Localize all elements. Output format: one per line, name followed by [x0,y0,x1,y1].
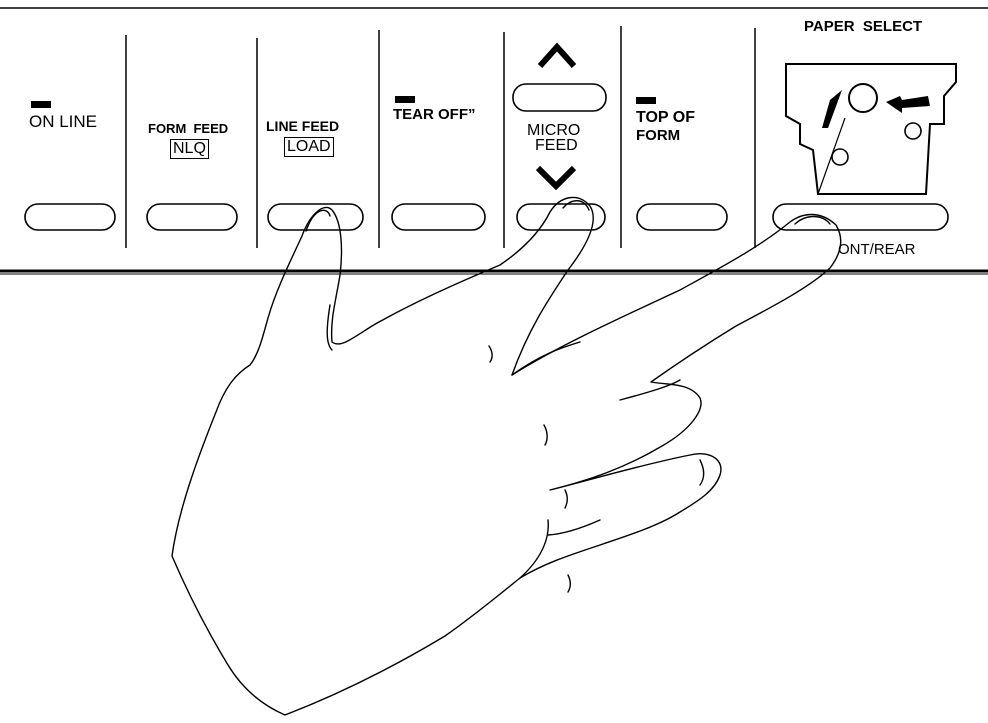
line-feed-label: LINE FEED [266,119,339,134]
micro-feed-up-button[interactable] [513,84,606,111]
load-label: LOAD [284,137,334,157]
top-of-form-label-line1: TOP OF [636,110,695,127]
top-of-form-indicator-light [636,97,656,104]
line-feed-button[interactable] [268,204,363,230]
paper-select-label: PAPER SELECT [804,19,922,35]
tear-off-button[interactable] [392,204,485,230]
online-indicator-light [31,101,51,108]
hand-illustration [172,197,841,715]
online-button[interactable] [25,204,115,230]
paper-path-icon [786,64,956,194]
front-rear-label: ONT/REAR [838,242,916,258]
online-label: ON LINE [29,113,97,131]
chevron-down-icon [538,168,574,186]
chevron-up-icon [540,47,574,66]
form-feed-button[interactable] [147,204,237,230]
form-feed-label: FORM FEED [148,122,228,136]
nlq-label: NLQ [170,139,209,159]
top-of-form-label-line2: FORM [636,128,680,144]
micro-feed-label-line2: FEED [535,138,578,155]
tear-off-label: TEAR OFF” [393,107,476,123]
top-of-form-button[interactable] [637,204,727,230]
tear-off-indicator-light [395,96,415,103]
